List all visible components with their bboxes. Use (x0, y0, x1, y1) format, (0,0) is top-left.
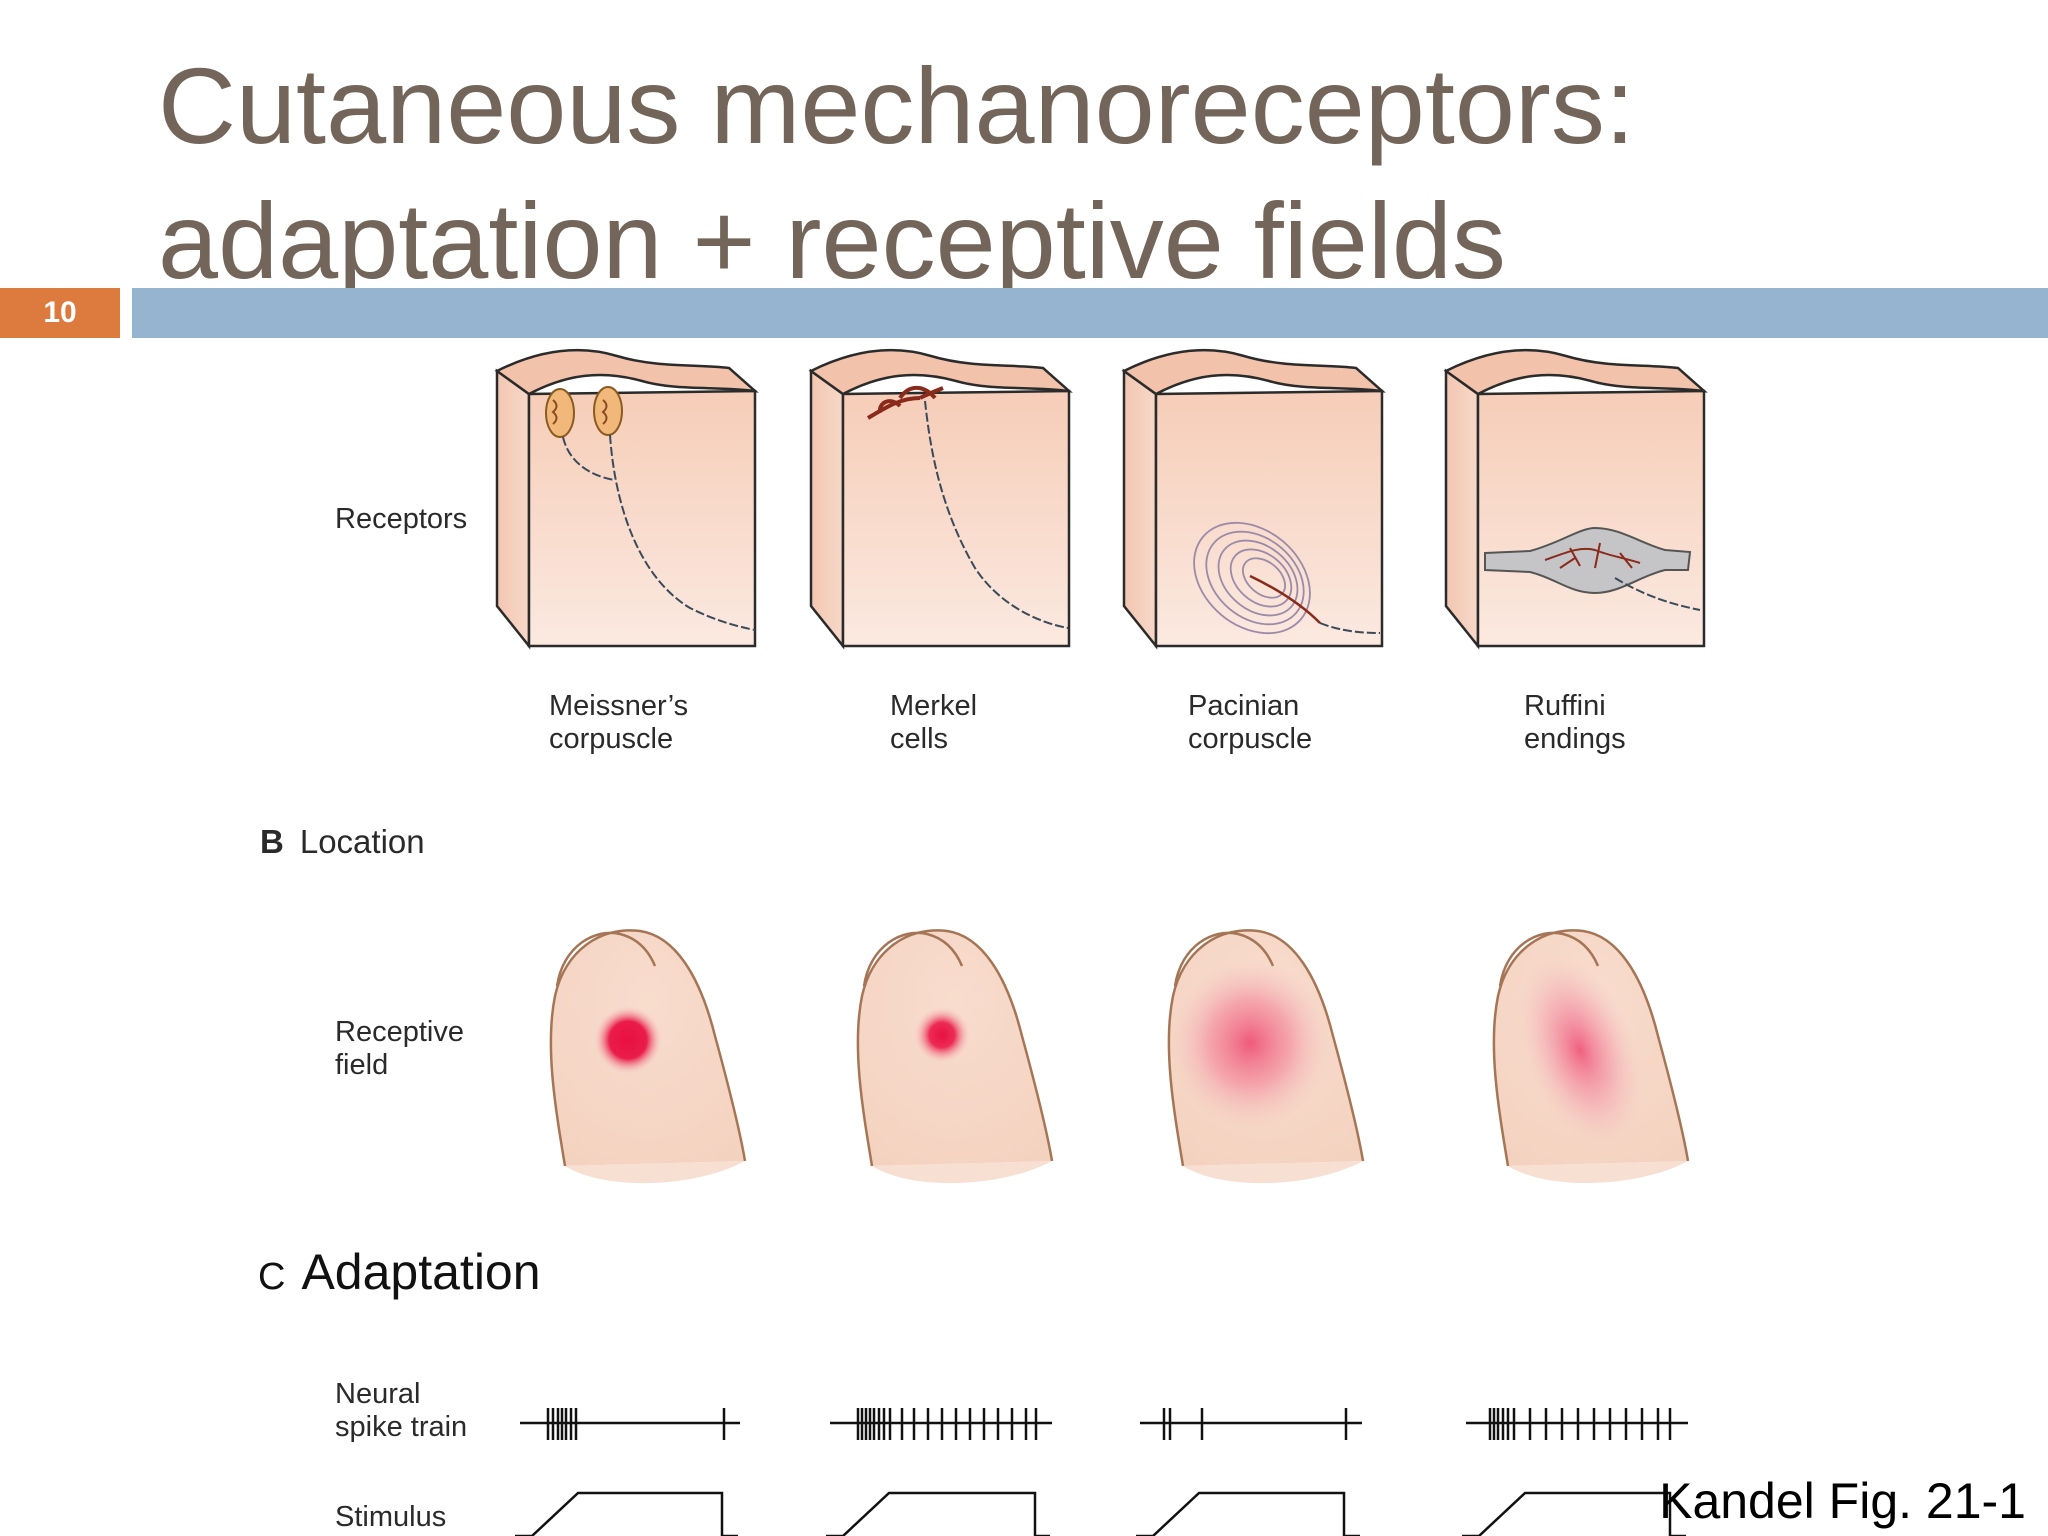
finger-merkel (856, 929, 1054, 1185)
slide-title-line1: Cutaneous mechanoreceptors: (158, 45, 1635, 166)
finger-ruffini (1492, 929, 1690, 1185)
stimulus-traces (515, 1491, 1686, 1536)
row-label-line2: field (335, 1049, 389, 1081)
receptor-label-line1: Ruffini (1524, 690, 1606, 722)
receptor-label-merkel: Merkel cells (890, 690, 977, 756)
receptor-label-meissner: Meissner’s corpuscle (549, 690, 688, 756)
pacinian-block (1122, 348, 1384, 648)
row-label-line2: spike train (335, 1411, 468, 1443)
receptor-label-line2: cells (890, 723, 949, 755)
receptor-label-line2: corpuscle (549, 723, 674, 755)
figure-credit: Kandel Fig. 21-1 (1659, 1473, 2026, 1529)
receptor-label-line2: endings (1524, 723, 1626, 755)
figure-drawing (495, 348, 1706, 1536)
finger-meissner (549, 929, 747, 1185)
slide-title: Cutaneous mechanoreceptors: adaptation +… (158, 38, 1758, 308)
spike-train-merkel (830, 1408, 1052, 1440)
title-underline-bar (132, 288, 2048, 338)
meissner-block (495, 348, 757, 648)
row-label-receptive-field: Receptive field (335, 1016, 464, 1082)
row-label-receptors: Receptors (335, 503, 468, 535)
slide-title-line2: adaptation + receptive fields (158, 180, 1506, 301)
row-label-spike-train: Neural spike train (335, 1378, 467, 1444)
slide-number: 10 (0, 288, 120, 338)
receptor-label-ruffini: Ruffini endings (1524, 690, 1626, 756)
section-c-title: Adaptation (301, 1244, 541, 1300)
spike-train-meissner (520, 1408, 740, 1440)
receptor-label-line1: Pacinian (1188, 690, 1300, 722)
spike-train-ruffini (1466, 1408, 1688, 1440)
spike-train-pacinian (1140, 1408, 1362, 1440)
spike-trains (515, 1408, 1688, 1536)
mechanoreceptor-figure: Receptors Meissner’s corpuscle Merkel ce… (0, 338, 2048, 1536)
receptor-label-line1: Meissner’s (549, 690, 689, 722)
section-c-heading: C Adaptation (258, 1243, 541, 1301)
row-label-stimulus: Stimulus (335, 1501, 447, 1533)
row-label-line1: Receptive (335, 1016, 464, 1048)
finger-pacinian (1167, 929, 1365, 1185)
ruffini-block (1444, 348, 1706, 648)
section-b-heading: B Location (260, 823, 425, 861)
receptor-label-line2: corpuscle (1188, 723, 1313, 755)
section-b-letter: B (260, 823, 284, 860)
receptor-label-pacinian: Pacinian corpuscle (1188, 690, 1312, 756)
row-label-line1: Neural (335, 1378, 421, 1410)
section-c-letter: C (258, 1256, 286, 1298)
receptor-label-line1: Merkel (890, 690, 978, 722)
section-b-title: Location (299, 823, 425, 860)
merkel-block (809, 348, 1071, 648)
